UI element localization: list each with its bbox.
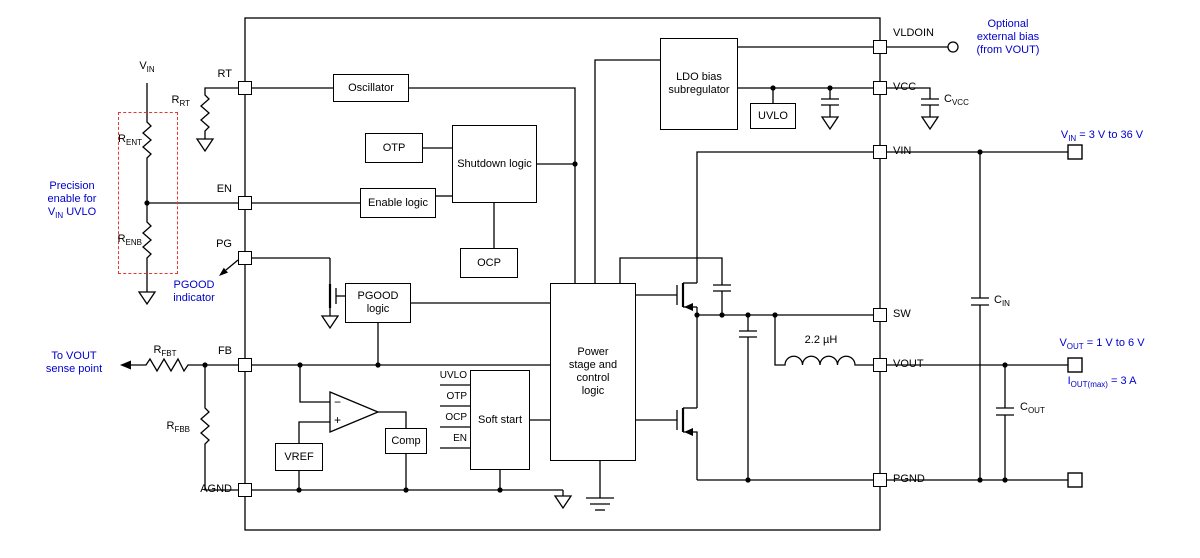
label-cin: CIN [994,294,1010,309]
error-amp-triangle [329,391,380,433]
block-uvlo: UVLO [750,103,796,129]
capacitor-internal-vcc [820,88,840,131]
precision-enable-box [118,112,178,274]
capacitor-cout [996,365,1014,480]
block-comp: Comp [385,428,427,454]
label-inductor-value: 2.2 µH [804,334,838,346]
pg-out-arrow [219,259,239,276]
block-vref: VREF [275,443,323,471]
wire-osc-control [409,87,576,283]
pin-pgnd [873,473,887,487]
signal-label-ocp: OCP [445,412,467,423]
mosfet-pgood [320,258,345,330]
note-vout-range: VOUT = 1 V to 6 V [1059,337,1145,352]
pin-rt [238,81,252,95]
resistor-rfbb [200,365,238,491]
pin-vout [873,358,887,372]
pin-label-vout: VOUT [893,358,924,370]
capacitor-cvcc [887,87,940,131]
block-soft-start: Soft start [470,370,530,470]
note-optional-bias: Optional external bias (from VOUT) [976,18,1040,57]
fb-external-network [120,357,238,491]
ic-outline [244,17,881,531]
ground-divider [137,291,157,306]
fb-sense-arrow [120,360,131,370]
pin-label-rt: RT [217,68,232,80]
wire-vin-internal [696,151,873,283]
signal-label-en: EN [453,433,467,444]
pin-label-vldoin: VLDOIN [893,27,934,39]
label-renb: RENB [117,233,142,248]
label-cvcc: CVCC [944,93,969,108]
block-shutdown-logic: Shutdown logic [452,125,537,203]
note-precision-enable: Precision enable for VIN UVLO [47,180,97,221]
resistor-rfbt [131,357,238,373]
error-amp-plus: + [334,413,342,427]
pin-vldoin [873,40,887,54]
terminal-vldoin [947,41,959,53]
capacitor-snubber [739,315,757,480]
ground-agnd [553,490,573,510]
note-vin-range: VIN = 3 V to 36 V [1060,129,1144,144]
signal-label-otp: OTP [446,391,467,402]
pin-label-vin: VIN [893,145,912,157]
label-rent: RENT [118,133,142,148]
ground-power-stage [586,461,614,511]
pin-label-sw: SW [893,308,911,320]
pin-label-en: EN [216,183,232,195]
pin-pg [238,251,252,265]
pin-label-agnd: AGND [200,483,232,495]
label-cout: COUT [1020,401,1045,416]
block-ldo-bias-subregulator: LDO bias subregulator [660,38,738,130]
label-rfbt: RFBT [153,344,177,359]
terminal-vin [1067,144,1083,160]
pin-fb [238,358,252,372]
ground-rrt [195,138,215,153]
net-label-vin-top: VIN [139,60,155,75]
pin-sw [873,308,887,322]
pin-agnd [238,483,252,497]
error-amp [298,365,407,443]
block-enable-logic: Enable logic [360,188,436,218]
resistor-divider [137,83,157,306]
capacitor-cin [971,152,989,480]
junction-dots [144,85,1008,493]
error-amp-minus: − [334,395,342,409]
pin-en [238,196,252,210]
pin-label-pg: PG [216,238,232,250]
mosfet-high-side [636,282,697,311]
note-to-vout-sense: To VOUT sense point [45,350,103,376]
pin-vin [873,145,887,159]
label-rfbb: RFBB [166,420,190,435]
note-iout-max: IOUT(max) = 3 A [1067,375,1137,390]
note-pgood-indicator: PGOOD indicator [173,279,215,305]
signal-label-uvlo: UVLO [439,370,467,381]
terminal-pgnd [1067,472,1083,488]
wire-ldo-control [594,59,660,283]
block-oscillator: Oscillator [333,74,409,102]
inductor [774,315,873,366]
block-ocp: OCP [460,248,518,278]
mosfet-low-side [636,407,698,480]
io-terminals [1067,144,1083,488]
pin-label-fb: FB [217,345,232,357]
ground-pgood-fet [320,315,340,330]
pin-vcc [873,81,887,95]
pin-label-pgnd: PGND [893,473,925,485]
block-pgood-logic: PGOOD logic [345,283,411,323]
capacitor-boot [619,257,731,315]
terminal-vout [1067,357,1083,373]
label-rrt: RRT [171,94,190,109]
pin-label-vcc: VCC [893,81,917,93]
resistor-rrt [195,87,238,153]
block-power-stage: Power stage and control logic [550,283,636,461]
block-otp: OTP [365,133,423,163]
